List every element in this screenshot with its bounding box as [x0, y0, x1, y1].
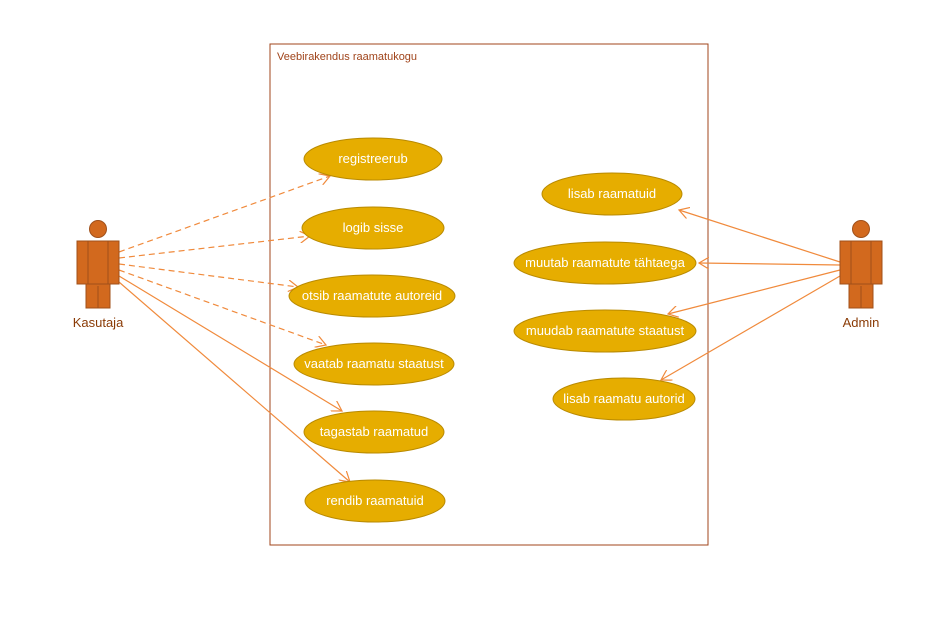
use-case-muudab-raamatute-staatust[interactable]: muudab raamatute staatust: [513, 309, 697, 353]
system-boundary: [269, 43, 709, 546]
actor-user-label: Kasutaja: [73, 315, 124, 330]
use-case-muutab-raamatute-tahtaega[interactable]: muutab raamatute tähtaega: [513, 241, 697, 285]
connector-rendib: [118, 281, 350, 482]
system-title: Veebirakendus raamatukogu: [277, 51, 417, 63]
use-case-label: muudab raamatute staatust: [526, 323, 685, 338]
use-case-label: registreerub: [338, 151, 407, 166]
admin-connectors: [661, 210, 841, 380]
actor-user-icon[interactable]: [76, 220, 120, 309]
use-case-lisab-raamatuid[interactable]: lisab raamatuid: [541, 172, 683, 216]
use-case-logib-sisse[interactable]: logib sisse: [301, 206, 445, 250]
use-case-tagastab-raamatud[interactable]: tagastab raamatud: [303, 410, 445, 454]
connector-lisab-autorid: [661, 275, 841, 380]
use-case-registreerub[interactable]: registreerub: [303, 137, 443, 181]
actor-admin-label: Admin: [843, 315, 880, 330]
connector-tagastab: [118, 275, 342, 411]
use-case-label: lisab raamatuid: [568, 186, 656, 201]
connector-muudab: [668, 269, 841, 314]
connector-otsib: [118, 263, 298, 287]
use-case-label: logib sisse: [343, 220, 404, 235]
use-case-otsib-raamatute-autoreid[interactable]: otsib raamatute autoreid: [288, 274, 456, 318]
use-case-label: lisab raamatu autorid: [563, 391, 684, 406]
use-case-vaatab-raamatu-staatust[interactable]: vaatab raamatu staatust: [293, 342, 455, 386]
connector-logib-sisse: [118, 236, 310, 259]
connector-muutab: [699, 263, 841, 265]
use-case-label: muutab raamatute tähtaega: [525, 255, 685, 270]
actor-admin-icon[interactable]: [839, 220, 883, 309]
use-case-rendib-raamatuid[interactable]: rendib raamatuid: [304, 479, 446, 523]
use-case-label: vaatab raamatu staatust: [304, 356, 444, 371]
connector-registreerub: [118, 176, 330, 253]
use-case-label: rendib raamatuid: [326, 493, 424, 508]
use-case-label: otsib raamatute autoreid: [302, 288, 442, 303]
connector-lisab-raamatuid: [679, 210, 841, 263]
use-case-lisab-raamatu-autorid[interactable]: lisab raamatu autorid: [552, 377, 696, 421]
use-case-label: tagastab raamatud: [320, 424, 428, 439]
connector-vaatab: [118, 269, 326, 345]
user-connectors: [118, 176, 350, 482]
